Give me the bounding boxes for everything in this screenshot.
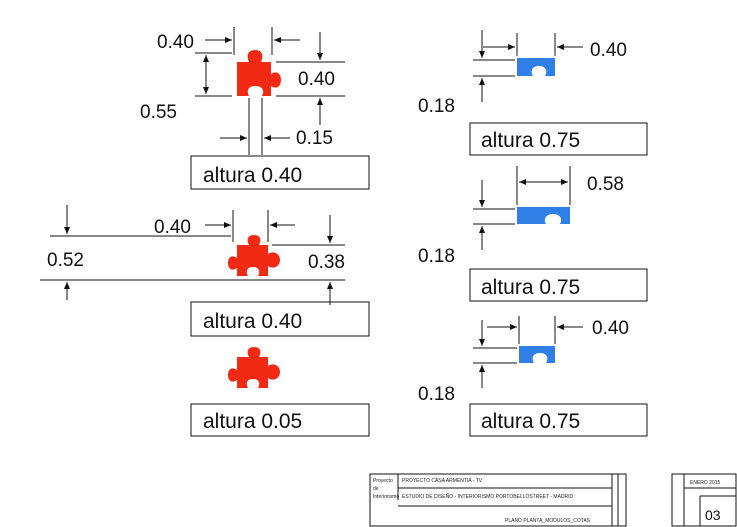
red-puzzle-piece bbox=[237, 50, 281, 96]
left1-height-label: altura 0.40 bbox=[203, 164, 302, 187]
tb-project-name: PROYECTO CASA ARMENTIA - TV bbox=[402, 478, 483, 484]
right1-width-label: 0.40 bbox=[590, 40, 627, 61]
right2-width-label: 0.58 bbox=[587, 174, 624, 195]
left3-height-label: altura 0.05 bbox=[203, 410, 302, 433]
tb-plan-name: PLANO PLANTA_MODULOS_COTAS bbox=[505, 518, 591, 524]
tb-proyecto: Proyecto bbox=[373, 478, 393, 484]
right3-width-label: 0.40 bbox=[592, 318, 629, 339]
tb-date: ENERO 2015 bbox=[690, 480, 721, 486]
title-block: Proyecto PROYECTO CASA ARMENTIA - TV de … bbox=[369, 473, 737, 527]
blue-puzzle-piece bbox=[519, 346, 555, 363]
left2-tab-label: 0.38 bbox=[308, 252, 345, 273]
left-module-1: 0.40 0.55 0.40 0.15 altura 0.40 bbox=[140, 27, 370, 190]
right-module-3: 0.40 0.18 altura 0.75 bbox=[418, 316, 648, 437]
left1-depth-label: 0.55 bbox=[140, 102, 177, 123]
tb-de: de bbox=[373, 486, 379, 492]
right2-height-label: altura 0.75 bbox=[481, 276, 580, 299]
left-module-3: altura 0.05 bbox=[190, 347, 370, 437]
right3-height-label: altura 0.75 bbox=[481, 410, 580, 433]
right3-depth-label: 0.18 bbox=[418, 384, 455, 405]
left1-width-label: 0.40 bbox=[157, 32, 194, 53]
right2-depth-label: 0.18 bbox=[418, 246, 455, 267]
right-module-1: 0.40 0.18 altura 0.75 bbox=[418, 30, 648, 156]
blue-puzzle-piece bbox=[517, 207, 570, 224]
right1-depth-label: 0.18 bbox=[418, 96, 455, 117]
right-module-2: 0.58 0.18 altura 0.75 bbox=[418, 166, 648, 302]
left2-height-label: altura 0.40 bbox=[203, 310, 302, 333]
tb-studio: ESTUDIO DE DISEÑO - INTERIORISMO PORTOBE… bbox=[402, 493, 574, 500]
left-module-2: 0.40 0.52 0.38 altura 0.40 bbox=[40, 205, 370, 337]
right1-height-label: altura 0.75 bbox=[481, 129, 580, 152]
tb-page-number: 03 bbox=[705, 507, 721, 523]
left2-width-label: 0.40 bbox=[154, 217, 191, 238]
left2-depth-label: 0.52 bbox=[47, 250, 84, 271]
left1-gap-label: 0.15 bbox=[296, 128, 333, 149]
left1-tab-label: 0.40 bbox=[298, 69, 335, 90]
blue-puzzle-piece bbox=[517, 58, 555, 76]
red-puzzle-piece bbox=[228, 347, 280, 388]
tb-interiorismo: Interiorismo bbox=[373, 494, 399, 500]
red-puzzle-piece bbox=[228, 235, 280, 276]
